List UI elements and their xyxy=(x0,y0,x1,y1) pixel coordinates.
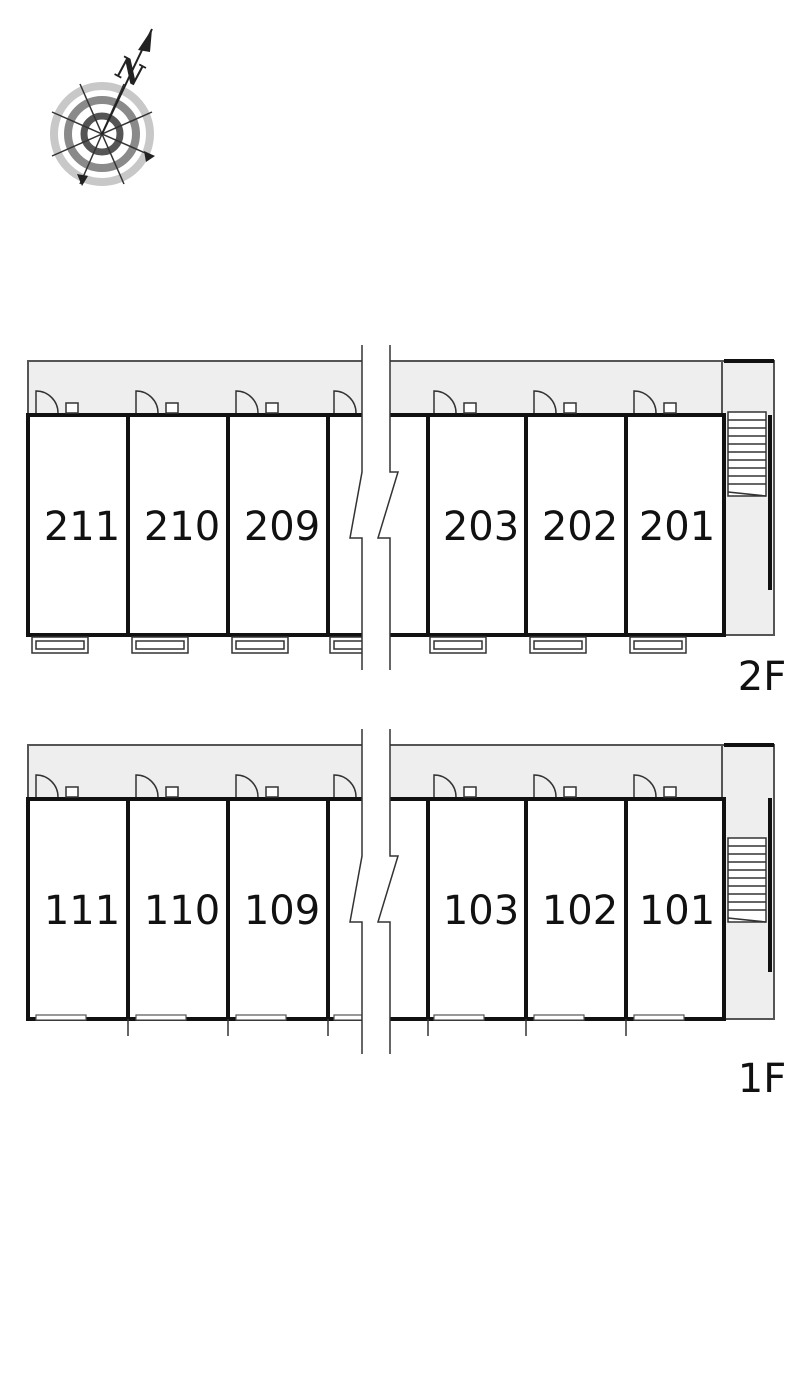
south-arrow-icon xyxy=(77,174,88,186)
doors-1f xyxy=(35,774,677,798)
floor-1f: 111 110 109 103 102 101 1F xyxy=(26,729,786,1102)
east-arrow-icon xyxy=(144,151,155,162)
compass-inner-ring xyxy=(80,112,124,156)
staircase-icon xyxy=(727,837,767,923)
room-102: 102 xyxy=(542,888,618,934)
floor-2f: 211 210 209 203 202 201 2F xyxy=(26,345,786,700)
room-202: 202 xyxy=(542,504,618,550)
compass-rose: N xyxy=(50,28,155,186)
room-209: 209 xyxy=(244,504,320,550)
corridor-2f xyxy=(27,360,775,416)
compass-middle-ring xyxy=(64,96,140,172)
room-111: 111 xyxy=(44,888,120,934)
break-mark-1f xyxy=(349,729,400,1054)
room-203: 203 xyxy=(443,504,519,550)
room-103: 103 xyxy=(443,888,519,934)
room-211: 211 xyxy=(44,504,120,550)
compass-outer-ring xyxy=(50,82,154,186)
staircase-icon xyxy=(727,411,767,497)
doors-2f xyxy=(35,390,677,414)
balconies-2f xyxy=(31,636,687,654)
room-201: 201 xyxy=(639,504,715,550)
room-210: 210 xyxy=(144,504,220,550)
stair-landing-2f xyxy=(721,360,775,636)
windows-1f xyxy=(35,1014,685,1021)
room-101: 101 xyxy=(639,888,715,934)
corridor-1f xyxy=(27,744,775,800)
break-mark-2f xyxy=(349,345,400,670)
north-arrow-icon xyxy=(138,29,152,52)
floor-label-1f: 1F xyxy=(738,1056,786,1102)
room-110: 110 xyxy=(144,888,220,934)
floor-label-2f: 2F xyxy=(738,654,786,700)
room-109: 109 xyxy=(244,888,320,934)
